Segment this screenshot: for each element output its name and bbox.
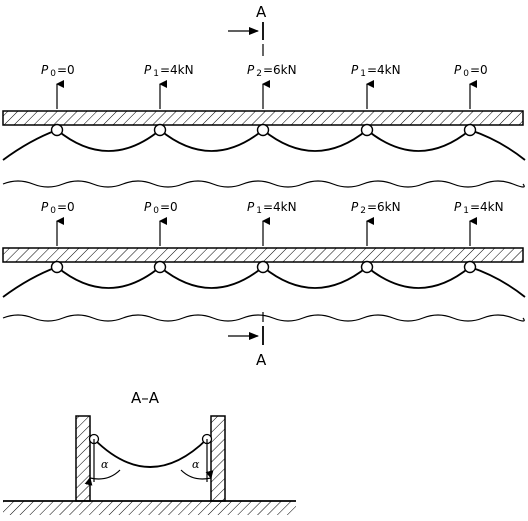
- angle-arc-left: [84, 469, 121, 486]
- section-mark-top: A: [228, 3, 267, 56]
- pulley: [463, 260, 477, 274]
- pulley: [50, 260, 64, 274]
- pulley: [360, 260, 374, 274]
- pulley: [153, 123, 167, 137]
- pulley: [256, 260, 270, 274]
- pulley: [360, 123, 374, 137]
- angle-label-right: α: [192, 458, 200, 471]
- cable-1: [2, 123, 526, 161]
- break-line-2: [2, 314, 525, 322]
- break-line-1: [2, 180, 525, 188]
- left-post: [75, 415, 91, 502]
- section-title: A–A: [131, 389, 160, 407]
- pulley: [463, 123, 477, 137]
- angle-label-left: α: [101, 458, 109, 471]
- pulley: [50, 123, 64, 137]
- pulley: [256, 123, 270, 137]
- section-letter-top: A: [256, 3, 267, 21]
- right-post: [210, 415, 226, 502]
- beam-1: [2, 110, 524, 126]
- section-view: A–A α α: [3, 389, 296, 515]
- section-mark-bottom: A: [228, 312, 267, 369]
- beam-2: [2, 247, 524, 263]
- sag-cable: [93, 438, 208, 468]
- pulley: [153, 260, 167, 274]
- ground-hatch: [3, 501, 296, 515]
- section-letter-bottom: A: [256, 351, 267, 369]
- angle-arc-right: [180, 469, 214, 480]
- cable-2: [2, 260, 526, 298]
